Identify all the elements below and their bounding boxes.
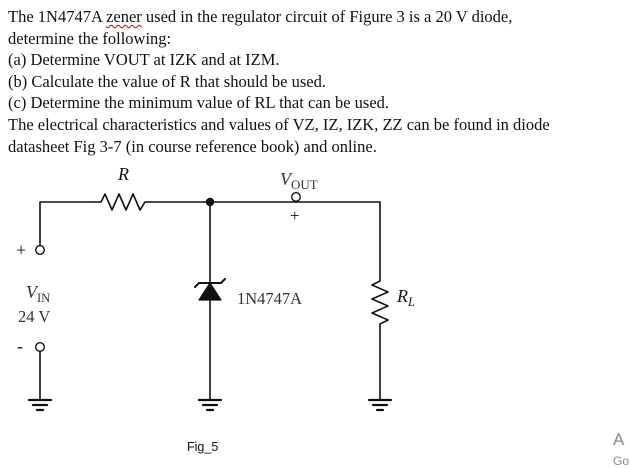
ground-symbols	[27, 398, 393, 412]
problem-line-1-end: used in the regulator circuit of Figure …	[141, 7, 513, 26]
zener-triangle	[198, 282, 222, 301]
problem-part-b: (b) Calculate the value of R that should…	[8, 71, 326, 91]
vin-minus-terminal	[35, 342, 46, 353]
load-resistor-label: RL	[396, 286, 415, 309]
zener-diode-symbol	[194, 278, 226, 301]
load-ground-icon	[367, 398, 393, 412]
vin-plus-terminal	[35, 244, 46, 255]
vout-terminal	[291, 191, 302, 202]
vin-value: 24 V	[18, 307, 50, 326]
vin-minus-sign: -	[17, 336, 23, 356]
vin-ground-icon	[27, 398, 53, 412]
load-resistor	[371, 276, 389, 329]
vin-label: VIN	[26, 282, 50, 305]
problem-statement: The 1N4747A zener used in the regulator …	[8, 6, 626, 157]
problem-line-2: determine the following:	[8, 28, 172, 48]
zener-ground-icon	[197, 398, 223, 412]
problem-part-c: (c) Determine the minimum value of RL th…	[8, 93, 390, 113]
junction-node	[205, 197, 215, 207]
input-wire	[39, 201, 96, 247]
watermark-line-1: A	[613, 430, 625, 449]
vout-label: VOUT	[280, 169, 318, 192]
series-resistor	[94, 193, 151, 211]
spellcheck-flagged-word: zener	[106, 7, 142, 26]
problem-line-1-start: The 1N4747A	[8, 7, 107, 26]
problem-part-a: (a) Determine VOUT at IZK and at IZM.	[8, 50, 280, 70]
vin-plus-sign: +	[16, 240, 26, 260]
problem-line-6: The electrical characteristics and value…	[8, 114, 550, 134]
problem-line-1: The 1N4747A zener used in the regulator …	[8, 6, 626, 28]
watermark-line-2: Go	[613, 454, 630, 468]
figure-caption: Fig_5	[187, 440, 219, 454]
zener-part-label: 1N4747A	[237, 289, 302, 308]
resistor-label: R	[117, 164, 129, 184]
vout-polarity: +	[290, 206, 300, 225]
zener-cathode-bar	[194, 278, 226, 288]
problem-line-7: datasheet Fig 3-7 (in course reference b…	[8, 136, 377, 156]
